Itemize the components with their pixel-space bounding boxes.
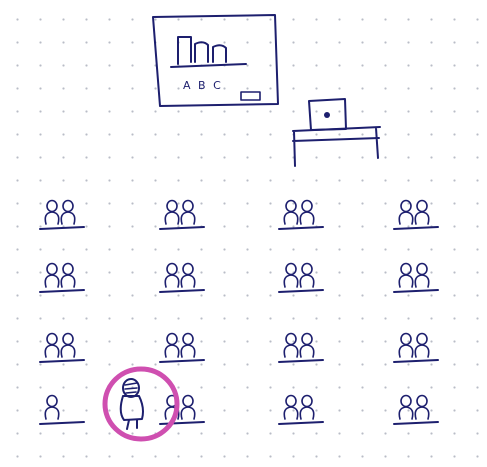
board-bar-chart	[170, 36, 247, 68]
desk-line	[159, 226, 205, 230]
student-r3-d1-s1	[44, 332, 60, 358]
desk-r4-d4	[393, 394, 439, 425]
student-r2-d4-s2	[414, 262, 430, 288]
desk-line	[39, 359, 85, 363]
student-r2-d3-s2	[299, 262, 315, 288]
desk-r3-d2	[159, 332, 205, 363]
student-r1-d1-s2	[60, 199, 76, 225]
monitor-dot	[324, 112, 330, 118]
desk-line	[39, 226, 85, 230]
student-r3-d4-s1	[398, 332, 414, 358]
student-r1-d3-s1	[283, 199, 299, 225]
desk-r2-d3	[278, 262, 324, 293]
student-r4-d4-s1	[398, 394, 414, 420]
desk-r3-d3	[278, 332, 324, 363]
highlighted-student	[102, 366, 180, 442]
student-r1-d1-s1	[44, 199, 60, 225]
desk-r2-d2	[159, 262, 205, 293]
student-r3-d4-s2	[414, 332, 430, 358]
student-r2-d3-s1	[283, 262, 299, 288]
desk-r4-d1	[39, 394, 85, 425]
student-body	[119, 395, 144, 421]
student-r3-d3-s2	[299, 332, 315, 358]
desk-r3-d1	[39, 332, 85, 363]
desk-line	[278, 226, 324, 230]
student-r1-d3-s2	[299, 199, 315, 225]
student-r3-d2-s1	[164, 332, 180, 358]
desk-line	[159, 359, 205, 363]
desk-r1-d1	[39, 199, 85, 230]
highlight-circle	[102, 366, 180, 442]
desk-line	[278, 359, 324, 363]
whiteboard: A B C	[152, 14, 279, 107]
desk-line	[39, 289, 85, 293]
desk-r3-d4	[393, 332, 439, 363]
student-r3-d1-s2	[60, 332, 76, 358]
student-r4-d4-s2	[414, 394, 430, 420]
desk-line	[159, 289, 205, 293]
desk-line	[393, 359, 439, 363]
student-r1-d2-s1	[164, 199, 180, 225]
student-r4-d3-s1	[283, 394, 299, 420]
student-r4-d3-s2	[299, 394, 315, 420]
desk-line	[39, 421, 85, 425]
student-r2-d2-s2	[180, 262, 196, 288]
student-r1-d4-s2	[414, 199, 430, 225]
desk-r4-d2	[159, 394, 205, 425]
student-r4-d2-s2	[180, 394, 196, 420]
desk-r1-d2	[159, 199, 205, 230]
student-r2-d1-s1	[44, 262, 60, 288]
student-r3-d2-s2	[180, 332, 196, 358]
board-letters: A B C	[183, 79, 223, 92]
desk-line	[159, 421, 205, 425]
desk-line	[393, 226, 439, 230]
student-r3-d3-s1	[283, 332, 299, 358]
student-r2-d4-s1	[398, 262, 414, 288]
student-desks	[39, 199, 439, 425]
desk-r1-d4	[393, 199, 439, 230]
student-r2-d1-s2	[60, 262, 76, 288]
desk-line	[278, 289, 324, 293]
desk-line	[393, 421, 439, 425]
desk-r4-d3	[278, 394, 324, 425]
teacher-desk	[292, 98, 381, 167]
student-r2-d2-s1	[164, 262, 180, 288]
student-r1-d2-s2	[180, 199, 196, 225]
student-r4-d1-s1	[44, 394, 60, 420]
desk-line	[393, 289, 439, 293]
desk-r2-d1	[39, 262, 85, 293]
desk-r2-d4	[393, 262, 439, 293]
desk-line	[278, 421, 324, 425]
board-eraser	[240, 91, 261, 101]
student-r1-d4-s1	[398, 199, 414, 225]
desk-r1-d3	[278, 199, 324, 230]
